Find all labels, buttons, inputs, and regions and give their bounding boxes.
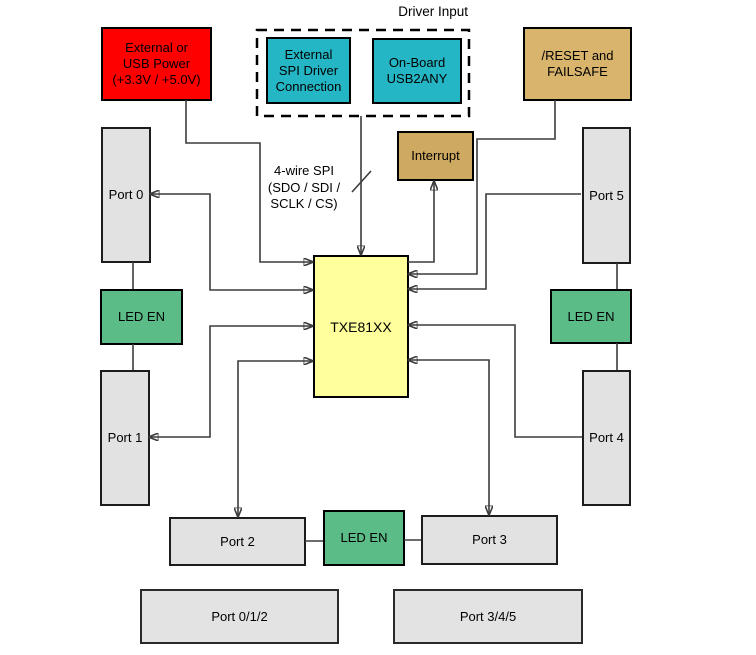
external-spi-driver-box: External SPI Driver Connection (266, 37, 351, 104)
led-en-right-box: LED EN (550, 289, 632, 344)
port-5-box: Port 5 (582, 127, 631, 264)
port-1-label: Port 1 (107, 430, 143, 445)
external-spi-driver-label: SPI Driver (278, 62, 339, 78)
connector-chip-port2 (238, 361, 313, 517)
usb2any-label: USB2ANY (386, 71, 448, 86)
port-group-012-label: Port 0/1/2 (211, 608, 268, 624)
spi-bus-label-line: (SDO / SDI / (267, 179, 341, 195)
external-spi-driver-label: External (284, 46, 333, 62)
port-5-label: Port 5 (589, 187, 624, 203)
external-spi-driver-label: Connection (275, 78, 342, 94)
port-group-345-box: Port 3/4/5 (393, 589, 583, 644)
reset-failsafe-box: /RESET and FAILSAFE (523, 27, 632, 101)
interrupt-box: Interrupt (397, 131, 474, 181)
interrupt-label: Interrupt (411, 148, 460, 163)
port-1-box: Port 1 (100, 370, 150, 506)
power-box-label: External or (125, 40, 188, 55)
connector-chip-port3 (408, 360, 489, 515)
spi-bus-label-line: 4-wire SPI (274, 163, 334, 178)
connector-chip-to-interrupt (408, 181, 434, 263)
port-2-box: Port 2 (169, 517, 306, 566)
spi-bus-label: 4-wire SPI (SDO / SDI / SCLK / CS) (248, 163, 360, 213)
port-2-label: Port 2 (220, 533, 255, 549)
spi-bus-label-line: SCLK / CS) (270, 196, 338, 211)
port-0-box: Port 0 (101, 127, 151, 263)
led-en-label: LED EN (340, 530, 388, 545)
port-4-box: Port 4 (582, 370, 631, 506)
port-group-345-label: Port 3/4/5 (459, 608, 517, 624)
reset-failsafe-label: /RESET and (541, 48, 614, 63)
port-0-label: Port 0 (108, 187, 144, 202)
reset-failsafe-label: FAILSAFE (547, 64, 608, 79)
led-en-label: LED EN (118, 309, 165, 324)
usb2any-label: On-Board (388, 55, 446, 70)
txe81xx-chip-box: TXE81XX (313, 255, 409, 398)
port-group-012-box: Port 0/1/2 (140, 589, 339, 644)
led-en-left-box: LED EN (100, 289, 183, 345)
power-box-label: (+3.3V / +5.0V) (112, 72, 201, 87)
led-en-label: LED EN (567, 308, 615, 324)
connector-port5-to-chip (408, 193, 581, 289)
power-box-label: USB Power (122, 56, 191, 71)
port-3-label: Port 3 (472, 532, 507, 547)
led-en-bottom-box: LED EN (323, 510, 405, 566)
port-4-label: Port 4 (589, 430, 624, 445)
connector-reset-to-chip (408, 100, 556, 274)
txe81xx-chip-label: TXE81XX (330, 318, 392, 335)
onboard-usb2any-box: On-Board USB2ANY (372, 38, 462, 104)
port-3-box: Port 3 (421, 515, 558, 565)
driver-input-label: Driver Input (398, 4, 468, 19)
power-box: External or USB Power (+3.3V / +5.0V) (101, 27, 212, 101)
